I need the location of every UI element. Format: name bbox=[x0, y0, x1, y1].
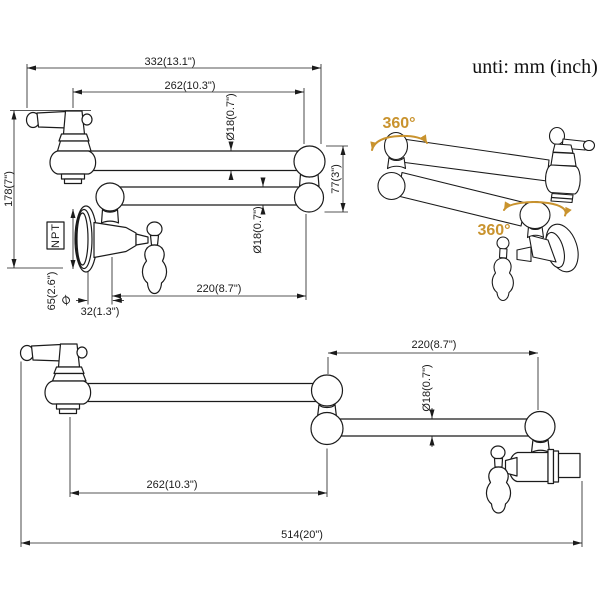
dim-overall-width-label: 332(13.1") bbox=[145, 56, 196, 68]
handle-waist-perspective bbox=[498, 247, 508, 259]
swing-arms-extended bbox=[88, 382, 530, 437]
elbow-upper-ball bbox=[293, 145, 326, 178]
folded-dimension-lines bbox=[7, 64, 348, 305]
dim-overall-height-label: 178(7") bbox=[3, 171, 15, 207]
valve-handle-ball bbox=[490, 445, 506, 460]
lever-hub bbox=[62, 110, 86, 135]
upper-arm bbox=[86, 150, 298, 172]
spout-neck bbox=[56, 140, 92, 152]
extended-dimension-lines bbox=[20, 350, 583, 547]
valve-handle-waist bbox=[493, 457, 504, 468]
rotation-arrow-top bbox=[370, 134, 428, 151]
dim-upper-arm-dia-label: Ø18(0.7") bbox=[225, 93, 237, 140]
hub-flare bbox=[53, 366, 85, 375]
dim-overall-reach-label: 514(20") bbox=[281, 529, 323, 541]
spout-head bbox=[25, 110, 97, 185]
valve-handle-ball bbox=[146, 221, 163, 237]
dim-joint-height-label: 77(3") bbox=[330, 164, 342, 194]
swivel-360-label-top: 360° bbox=[382, 115, 415, 132]
wall-pivot-ball bbox=[524, 410, 556, 443]
dim-arm-dia-label: Ø18(0.7") bbox=[421, 364, 433, 411]
valve-handle-lever bbox=[485, 466, 512, 514]
lever bbox=[36, 110, 69, 129]
spout-lever-ball-perspective bbox=[582, 139, 596, 152]
lower-arm-perspective bbox=[397, 171, 527, 227]
joint-upper-ball bbox=[310, 374, 344, 407]
folded-view: 332(13.1") 262(10.3") Ø18(0.7") Ø18(0.7"… bbox=[3, 56, 348, 318]
swivel-view: unti: mm (inch) bbox=[370, 56, 598, 302]
lever bbox=[30, 343, 64, 362]
spout-flare-perspective bbox=[552, 143, 574, 154]
lower-arm bbox=[118, 186, 300, 206]
aerator bbox=[55, 403, 81, 410]
pivot-neck bbox=[100, 208, 120, 224]
aerator-tip bbox=[58, 408, 78, 415]
swivel-faucet-illustration bbox=[377, 126, 596, 302]
hub-ball bbox=[81, 113, 93, 126]
valve-ridge bbox=[547, 448, 555, 485]
dim-flange-dia-symbol: Ø bbox=[59, 293, 74, 308]
wall-nipple bbox=[557, 452, 581, 479]
elbow-joint bbox=[293, 145, 326, 213]
folded-faucet-drawing bbox=[25, 110, 326, 295]
dim-lower-arm-dia-label: Ø18(0.7") bbox=[252, 206, 264, 253]
extended-faucet-drawing bbox=[19, 343, 581, 514]
handle-mount bbox=[135, 233, 149, 246]
extended-view: 220(8.7") Ø18(0.7") 262(10.3") 514(20") bbox=[19, 339, 583, 547]
elbow-lower-ball bbox=[293, 182, 325, 213]
swivel-ball-perspective bbox=[519, 200, 551, 230]
wall-valve-assembly-extended bbox=[485, 410, 581, 514]
spout-neck-perspective bbox=[550, 151, 577, 167]
npt-label-box bbox=[46, 221, 65, 250]
npt-thread-label: NPT bbox=[50, 223, 62, 248]
rotation-arrow-bottom bbox=[503, 201, 572, 217]
dim-lower-arm-label: 220(8.7") bbox=[197, 283, 242, 295]
aerator-ridge-line bbox=[551, 196, 573, 200]
handle-lever-perspective bbox=[491, 257, 514, 302]
dim-wall-offset-label: 32(1.3") bbox=[81, 306, 120, 318]
upper-arm-perspective bbox=[400, 138, 550, 182]
spout-neck bbox=[51, 372, 87, 382]
spout-body bbox=[49, 150, 97, 175]
spout-body-perspective bbox=[545, 164, 581, 195]
dim-outer-arm-label: 220(8.7") bbox=[412, 339, 457, 351]
valve-cone-perspective bbox=[528, 234, 557, 263]
spout-head-extended bbox=[19, 343, 92, 415]
swivel-360-label-bottom: 360° bbox=[477, 222, 510, 239]
swing-arms bbox=[86, 150, 300, 206]
unit-note: unti: mm (inch) bbox=[472, 56, 598, 78]
aerator-tip bbox=[63, 178, 83, 185]
lever-hub bbox=[57, 343, 81, 368]
wall-valve-assembly bbox=[74, 182, 168, 295]
dim-inner-arm-label: 262(10.3") bbox=[147, 479, 198, 491]
hub-ball bbox=[76, 346, 88, 359]
valve-neck-perspective bbox=[526, 225, 545, 239]
middle-joint bbox=[310, 374, 344, 446]
outer-arm bbox=[340, 418, 530, 437]
aerator bbox=[60, 173, 86, 180]
swivel-arrows bbox=[370, 134, 572, 217]
valve-body bbox=[93, 221, 137, 259]
valve-handle-waist bbox=[149, 234, 160, 246]
dim-upper-arm-label: 262(10.3") bbox=[165, 80, 216, 92]
valve-ridge bbox=[552, 450, 560, 483]
dim-flange-dia-label: 65(2.6") bbox=[46, 272, 58, 311]
pivot-ball bbox=[95, 182, 125, 212]
inner-arm bbox=[88, 382, 316, 403]
spout-body bbox=[44, 380, 92, 405]
handle-mount-perspective bbox=[516, 246, 532, 263]
escutcheon-inner bbox=[76, 212, 89, 266]
elbow-lower-ball-perspective bbox=[377, 171, 406, 201]
elbow-neck-perspective bbox=[386, 156, 407, 170]
joint-lower-ball bbox=[310, 411, 344, 446]
hub-flare bbox=[58, 133, 90, 142]
valve-handle-lever bbox=[141, 244, 168, 295]
